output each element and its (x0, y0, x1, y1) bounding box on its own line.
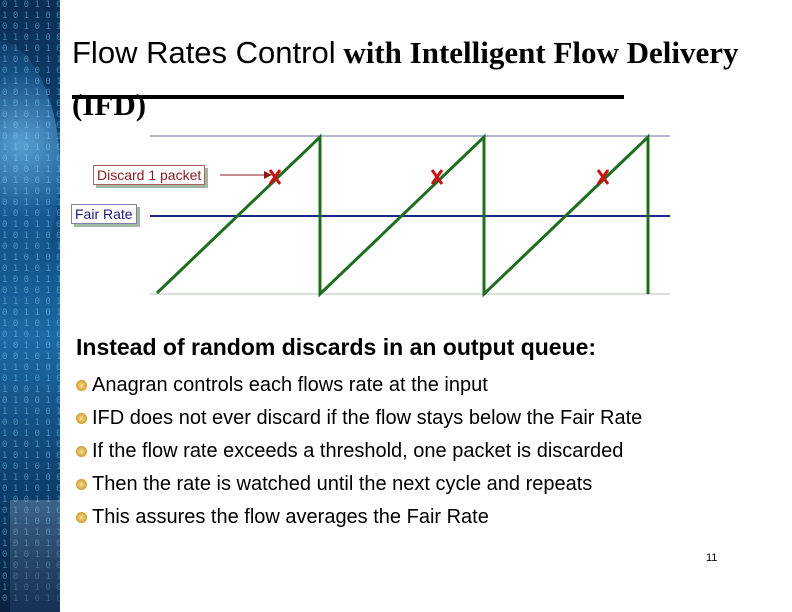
list-item: This assures the flow averages the Fair … (76, 504, 716, 531)
bullet-icon (76, 479, 87, 490)
sawtooth-diagram-svg (150, 133, 670, 298)
list-item: Then the rate is watched until the next … (76, 471, 716, 498)
list-item: If the flow rate exceeds a threshold, on… (76, 438, 716, 465)
discard-arrow-head (264, 171, 272, 179)
discard-marker-2 (430, 169, 444, 185)
bullet-icon (76, 512, 87, 523)
bullet-icon (76, 413, 87, 424)
discard-packet-label: Discard 1 packet (93, 165, 206, 185)
antenna-graphic (10, 500, 60, 612)
title-underline (72, 95, 624, 99)
bullet-icon (76, 380, 87, 391)
discard-marker-3 (596, 169, 610, 185)
title-part-1: Flow Rates Control (72, 35, 336, 70)
decorative-sidebar: 0 1 0 1 1 0 1 1 0 1 1 0 0 1 0 0 1 0 1 1 … (0, 0, 60, 612)
bullet-list: Anagran controls each flows rate at the … (76, 372, 716, 537)
bullet-text: If the flow rate exceeds a threshold, on… (92, 440, 624, 462)
slide-title: Flow Rates Control with Intelligent Flow… (72, 30, 772, 134)
title-part-2: with Intelligent Flow Delivery (IFD) (72, 35, 739, 122)
list-item: Anagran controls each flows rate at the … (76, 372, 716, 399)
list-item: IFD does not ever discard if the flow st… (76, 405, 716, 432)
fair-rate-label: Fair Rate (71, 204, 137, 224)
bullet-text: Anagran controls each flows rate at the … (92, 374, 488, 396)
bullet-text: Then the rate is watched until the next … (92, 473, 593, 495)
bullet-icon (76, 446, 87, 457)
slide-number: 11 (706, 552, 718, 564)
bullet-text: This assures the flow averages the Fair … (92, 506, 489, 528)
flow-rate-diagram: Discard 1 packet Fair Rate (60, 120, 680, 310)
sawtooth-flow-rate-line (155, 133, 650, 298)
binary-digits-pattern: 0 1 0 1 1 0 1 1 0 1 1 0 0 1 0 0 1 0 1 1 … (2, 0, 60, 604)
bullet-text: IFD does not ever discard if the flow st… (92, 407, 643, 429)
content-heading: Instead of random discards in an output … (76, 334, 597, 360)
discard-marker-1 (268, 169, 282, 185)
